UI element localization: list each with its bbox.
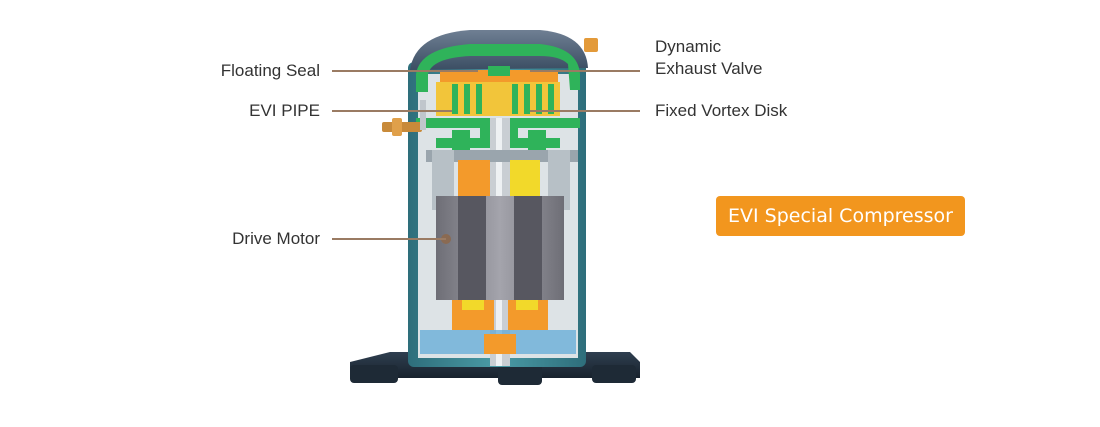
label-drive-motor: Drive Motor [232,229,320,248]
upper-bearing [426,150,578,210]
label-dynamic-exhaust-line1: Dynamic [655,37,722,56]
label-floating-seal: Floating Seal [220,61,320,80]
oil-sump [420,330,576,354]
label-fixed-vortex-disk: Fixed Vortex Disk [655,101,788,120]
exhaust-valve-fitting [584,38,598,52]
evi-special-compressor-badge: EVI Special Compressor [716,196,965,236]
evi-pipe-fitting [382,100,426,136]
label-evi-pipe: EVI PIPE [249,101,320,120]
lower-windings [452,300,548,330]
drive-motor [436,196,564,300]
leader-lines [332,70,640,240]
label-dynamic-exhaust-line2: Exhaust Valve [655,59,763,78]
scroll-assembly [436,66,560,116]
